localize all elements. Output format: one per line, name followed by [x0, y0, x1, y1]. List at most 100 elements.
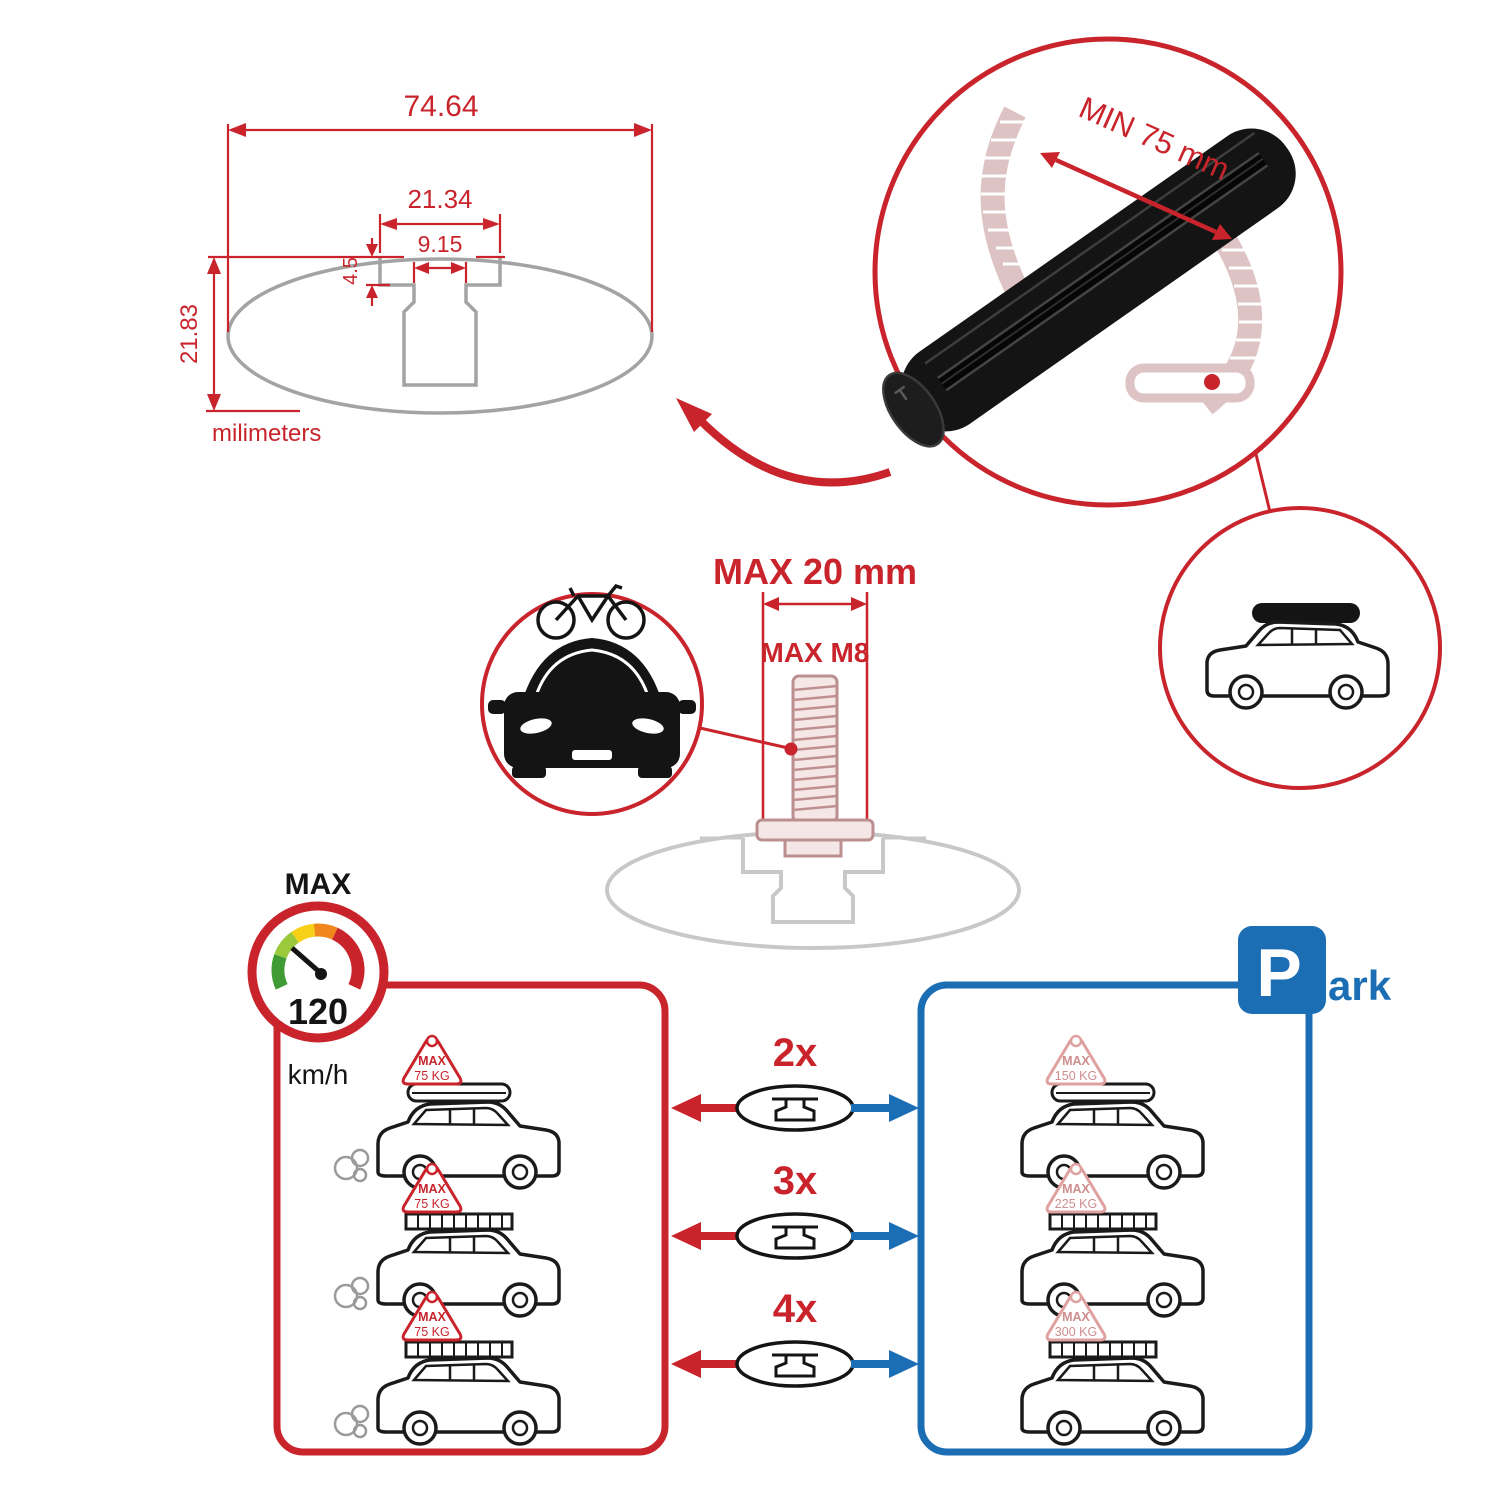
- car-front-icon: [488, 638, 696, 778]
- roofbox-icon: [406, 1082, 512, 1103]
- bolt-threads: [792, 684, 838, 812]
- park-sign-square: [1238, 926, 1326, 1014]
- moving-car-3: MAX 75 KG: [333, 1290, 561, 1446]
- bolt-t-head: [755, 818, 875, 842]
- park-sign-letter: P: [1256, 935, 1301, 1011]
- circle-connector-line: [1253, 449, 1272, 513]
- min-span-arrowhead-start: [1040, 152, 1060, 168]
- arrow-head: [676, 398, 712, 432]
- blue-arrow-head: [889, 1094, 919, 1122]
- suv-roofbox-circle: [1158, 506, 1442, 790]
- parked-car-1: MAX 150 KG: [1020, 1034, 1205, 1190]
- parked-car-3: MAX 300 KG: [1020, 1290, 1205, 1446]
- red-arrow-shaft: [699, 1232, 739, 1240]
- clamp-strap-left: [980, 106, 1033, 306]
- bolt-dim-arrowhead-left: [763, 597, 779, 611]
- max-load-tag: MAX 75 KG: [401, 1034, 463, 1086]
- blue-arrow-head: [889, 1222, 919, 1250]
- max-load-tag: MAX 150 KG: [1045, 1034, 1107, 1086]
- max-load-tag: MAX 75 KG: [401, 1290, 463, 1342]
- count-label: 2x: [773, 1031, 818, 1075]
- speed-limit-gauge: MAX 120 km/h: [247, 868, 389, 1090]
- slot-width-label: 21.34: [407, 184, 472, 214]
- bicycle-icon: [536, 583, 646, 640]
- tag-value: 150 KG: [1055, 1069, 1097, 1083]
- extension-lines-total-width: [226, 124, 654, 332]
- parked-car-2: MAX 225 KG: [1020, 1162, 1205, 1318]
- lip-height-label: 4.5: [340, 257, 362, 285]
- extension-lines-slot-width: [378, 214, 502, 253]
- motion-smoke-icon: [333, 1404, 370, 1439]
- count-row-3: 4x: [671, 1287, 919, 1388]
- blue-arrow-shaft: [851, 1360, 891, 1368]
- roof-basket-icon: [1048, 1212, 1158, 1231]
- gauge-arcs: [271, 923, 365, 990]
- attachment-point-dot: [1204, 374, 1220, 390]
- tag-label: MAX: [1062, 1310, 1090, 1324]
- blue-arrow-shaft: [851, 1104, 891, 1112]
- count-row-2: 3x: [671, 1159, 919, 1260]
- tag-label: MAX: [1062, 1054, 1090, 1068]
- speed-value: 120: [288, 991, 348, 1032]
- crossbar-3d-render: [882, 128, 1296, 448]
- crossbar-count-column: 2x 3x 4x: [671, 1031, 919, 1388]
- dim-lines-lip: [366, 238, 390, 306]
- profile-glyph: [772, 1225, 818, 1250]
- red-arrow-head: [671, 1350, 701, 1378]
- moving-car-2: MAX 75 KG: [333, 1162, 561, 1318]
- tag-label: MAX: [418, 1310, 446, 1324]
- arrow-curve: [697, 417, 892, 487]
- car-front-circle: [480, 583, 789, 816]
- red-arrow-head: [671, 1094, 701, 1122]
- total-width-label: 74.64: [403, 90, 478, 123]
- max-load-tag: MAX 75 KG: [401, 1162, 463, 1214]
- tag-value: 75 KG: [414, 1325, 449, 1339]
- unit-label: milimeters: [212, 420, 321, 447]
- bolt-extension-lines: [761, 592, 869, 838]
- dimension-lines: [206, 124, 654, 413]
- count-label: 3x: [773, 1159, 818, 1203]
- count-label: 4x: [773, 1287, 818, 1331]
- dimension-arrowheads: [207, 123, 652, 411]
- dimension-diagram: 74.64 21.34 9.15 4.5 21.83 milimeters: [176, 90, 654, 447]
- min-span-arrow-line: [1055, 157, 1217, 235]
- tag-value: 75 KG: [414, 1197, 449, 1211]
- red-arrow-head: [671, 1222, 701, 1250]
- bolt-spec-diagram: MAX 20 mm MAX M8: [605, 551, 1021, 950]
- bolt-dim-arrowhead-right: [851, 597, 867, 611]
- crossbar-cross-section-ellipse: [226, 257, 654, 415]
- inner-slot-width-label: 9.15: [418, 231, 463, 257]
- blue-arrow-shaft: [851, 1232, 891, 1240]
- tag-label: MAX: [1062, 1182, 1090, 1196]
- bolt-connector-line: [699, 726, 789, 750]
- speed-max-label: MAX: [285, 868, 352, 901]
- gauge-needle-pivot: [315, 968, 327, 980]
- crossbar-detail-circle: MIN 75 mm: [872, 36, 1344, 513]
- park-sign-suffix: ark: [1328, 962, 1392, 1009]
- tag-label: MAX: [418, 1054, 446, 1068]
- speed-unit: km/h: [288, 1059, 349, 1090]
- blue-arrow-head: [889, 1350, 919, 1378]
- count-row-1: 2x: [671, 1031, 919, 1132]
- max-width-label: MAX 20 mm: [713, 551, 917, 592]
- tag-value: 75 KG: [414, 1069, 449, 1083]
- clamp-foot: [1125, 363, 1255, 403]
- moving-car-1: MAX 75 KG: [333, 1034, 561, 1190]
- motion-smoke-icon: [333, 1148, 370, 1183]
- t-slot-profile: [378, 257, 502, 387]
- min-span-arrowhead-end: [1212, 224, 1232, 240]
- roofbox-icon: [1252, 603, 1360, 623]
- crossbar-profile-icon: [735, 1212, 855, 1260]
- bolt-point-dot: [784, 742, 798, 756]
- profile-glyph: [772, 1353, 818, 1378]
- red-arrow-shaft: [699, 1104, 739, 1112]
- roof-basket-icon: [404, 1212, 514, 1231]
- max-load-tag: MAX 300 KG: [1045, 1290, 1107, 1342]
- park-sign: P ark: [1238, 926, 1392, 1014]
- motion-smoke-icon: [333, 1276, 370, 1311]
- total-height-label: 21.83: [176, 304, 203, 364]
- max-load-tag: MAX 225 KG: [1045, 1162, 1107, 1214]
- extension-lines-inner-slot: [412, 262, 468, 283]
- roof-basket-icon: [1048, 1340, 1158, 1359]
